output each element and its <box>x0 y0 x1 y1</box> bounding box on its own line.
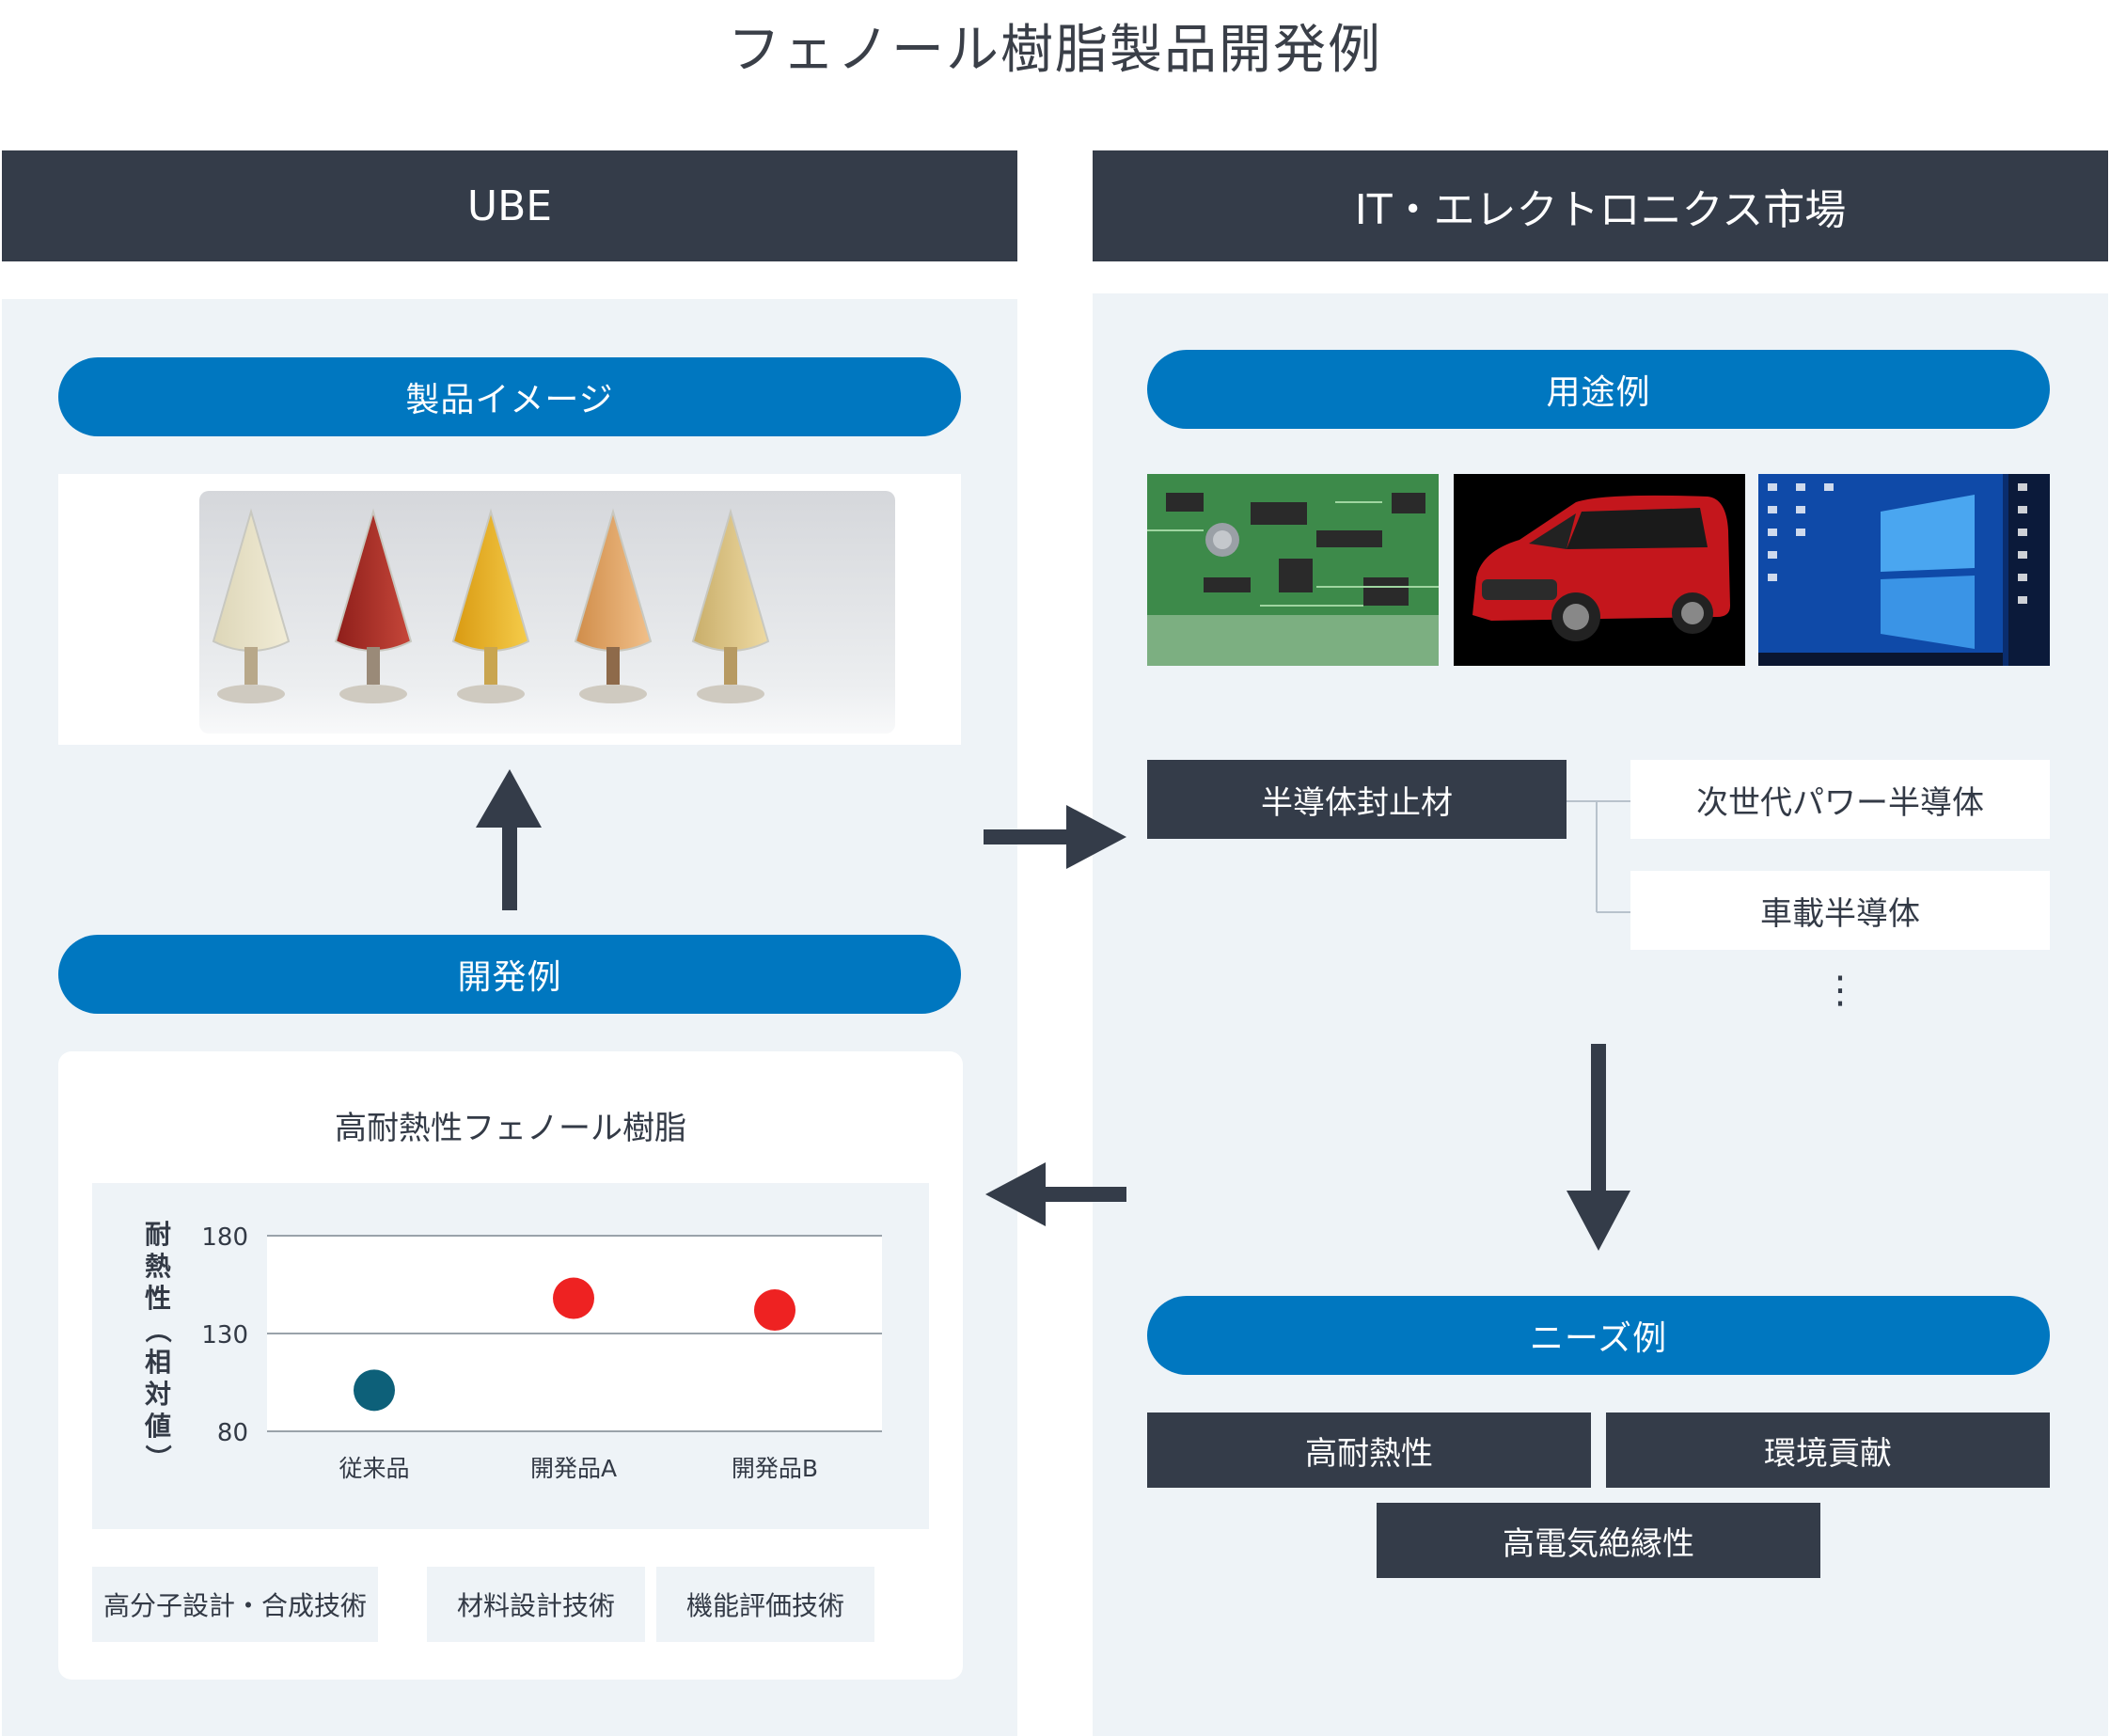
arrow-down-icon <box>1567 1044 1630 1251</box>
monitor-photo <box>1758 474 2050 666</box>
monitor-icon <box>1758 474 2050 666</box>
y-axis-label-char: 耐 <box>145 1219 171 1250</box>
tech-label: 高分子設計・合成技術 <box>102 1590 367 1621</box>
y-tick-label: 180 <box>201 1223 248 1252</box>
y-axis-label-char: 性 <box>145 1283 171 1314</box>
x-tick-label: 従来品 <box>339 1455 409 1482</box>
arrow-left-icon <box>985 1162 1126 1226</box>
applications-pill: 用途例 <box>1147 350 2050 429</box>
need-label: 高電気絶縁性 <box>1503 1524 1694 1563</box>
data-point-conventional <box>354 1369 395 1412</box>
data-point-developed <box>553 1277 594 1319</box>
data-point-developed <box>754 1289 795 1332</box>
y-axis-label-char: 対 <box>145 1379 171 1410</box>
y-tick-label: 130 <box>201 1321 248 1349</box>
car-photo <box>1454 474 1745 666</box>
ube-header: UBE <box>2 150 1017 261</box>
next-gen-power-semiconductor-box: 次世代パワー半導体 <box>1630 760 2050 839</box>
page-title: フェノール樹脂製品開発例 <box>728 20 1382 81</box>
need-electrical-insulation: 高電気絶縁性 <box>1377 1503 1820 1578</box>
need-environment: 環境貢献 <box>1606 1412 2050 1488</box>
semiconductor-encapsulant-box: 半導体封止材 <box>1147 760 1567 839</box>
tech-label: 材料設計技術 <box>456 1590 615 1621</box>
car-icon <box>1454 474 1745 666</box>
needs-label: ニーズ例 <box>1529 1319 1668 1358</box>
product-image-pill: 製品イメージ <box>58 357 961 436</box>
need-heat-resistance: 高耐熱性 <box>1147 1412 1591 1488</box>
chart-title: 高耐熱性フェノール樹脂 <box>335 1110 686 1147</box>
tech-function-evaluation: 機能評価技術 <box>656 1567 874 1642</box>
x-tick-label: 開発品B <box>732 1455 818 1482</box>
development-label: 開発例 <box>457 958 562 997</box>
more-ellipsis: ⋮ <box>1821 969 1859 1012</box>
ube-header-label: UBE <box>466 181 553 230</box>
chart-area: 180 130 80 耐熱性 （ 相対値） 従来品 開発品A 開発品B <box>92 1183 929 1529</box>
product-photo <box>58 474 961 745</box>
market-header-label: IT・エレクトロニクス市場 <box>1354 186 1847 234</box>
heat-resistance-chart: 180 130 80 耐熱性 （ 相対値） 従来品 開発品A 開発品B <box>142 1219 882 1482</box>
y-axis-label-char: 相 <box>145 1347 171 1378</box>
needs-pill: ニーズ例 <box>1147 1296 2050 1375</box>
sub-application-label: 次世代パワー半導体 <box>1696 783 1984 822</box>
circuit-board-icon <box>1147 474 1439 666</box>
arrow-right-icon <box>984 805 1126 869</box>
x-tick-label: 開発品A <box>530 1455 617 1482</box>
automotive-semiconductor-box: 車載半導体 <box>1630 871 2050 950</box>
tech-material-design: 材料設計技術 <box>427 1567 645 1642</box>
circuit-board-photo <box>1147 474 1439 666</box>
y-axis-label-char: ） <box>142 1444 173 1471</box>
need-label: 環境貢献 <box>1764 1434 1892 1473</box>
tree-connector <box>1567 800 1630 913</box>
applications-label: 用途例 <box>1546 373 1651 412</box>
y-axis-label-char: 熱 <box>145 1251 171 1282</box>
market-header: IT・エレクトロニクス市場 <box>1093 150 2108 261</box>
development-pill: 開発例 <box>58 935 961 1014</box>
resin-cones-illustration <box>199 491 895 734</box>
tech-polymer-design: 高分子設計・合成技術 <box>92 1567 378 1642</box>
y-axis-label-char: 値 <box>144 1411 171 1442</box>
arrow-up-icon <box>476 769 542 910</box>
need-label: 高耐熱性 <box>1305 1434 1433 1473</box>
y-tick-label: 80 <box>217 1419 248 1447</box>
main-application-label: 半導体封止材 <box>1261 783 1453 822</box>
product-image-label: 製品イメージ <box>405 381 614 419</box>
tech-label: 機能評価技術 <box>685 1590 844 1621</box>
y-axis-label-char: （ <box>142 1317 173 1343</box>
sub-application-label: 車載半導体 <box>1760 894 1920 933</box>
